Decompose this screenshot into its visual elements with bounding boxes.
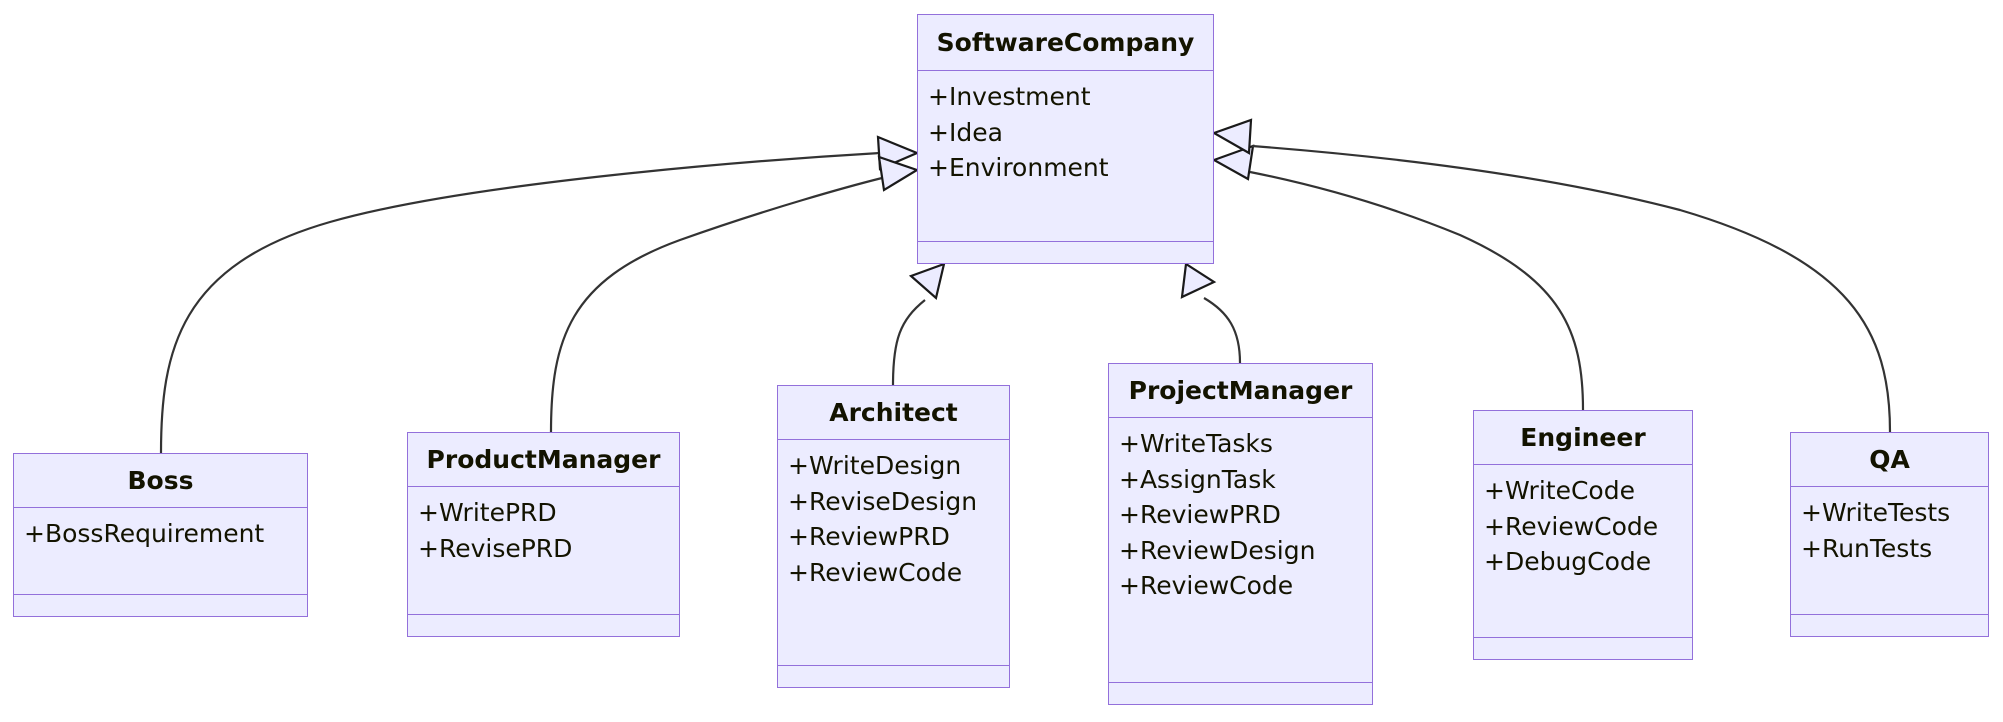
class-member: +DebugCode (1484, 547, 1652, 576)
class-title-project-manager: ProjectManager (1109, 364, 1372, 418)
class-methods-qa (1791, 615, 1988, 636)
class-member: +ReviewPRD (1119, 500, 1281, 529)
class-attributes-product-manager: +WritePRD +RevisePRD (408, 487, 679, 615)
arrowhead-qa (1211, 118, 1253, 155)
class-methods-project-manager (1109, 683, 1372, 704)
class-attributes-software-company: +Investment +Idea +Environment (918, 71, 1213, 242)
arrowhead-architect (908, 262, 946, 301)
class-attributes-qa: +WriteTests +RunTests (1791, 487, 1988, 615)
uml-class-qa[interactable]: QA +WriteTests +RunTests (1790, 432, 1989, 637)
class-member: +ReviewPRD (788, 522, 950, 551)
class-member: +RevisePRD (418, 533, 573, 563)
edge-boss-to-softwarecompany (159, 151, 881, 454)
uml-class-software-company[interactable]: SoftwareCompany +Investment +Idea +Envir… (917, 14, 1214, 264)
class-attributes-project-manager: +WriteTasks +AssignTask +ReviewPRD +Revi… (1109, 418, 1372, 683)
class-methods-boss (14, 595, 307, 616)
uml-class-project-manager[interactable]: ProjectManager +WriteTasks +AssignTask +… (1108, 363, 1373, 705)
uml-class-architect[interactable]: Architect +WriteDesign +ReviseDesign +Re… (777, 385, 1010, 688)
class-methods-architect (778, 666, 1009, 687)
class-member: +ReviseDesign (788, 486, 978, 516)
class-title-engineer: Engineer (1474, 411, 1692, 465)
class-member: +Environment (928, 153, 1109, 182)
class-title-boss: Boss (14, 454, 307, 508)
class-attributes-boss: +BossRequirement (14, 508, 307, 595)
class-member: +WriteTests (1801, 498, 1951, 527)
class-title-software-company: SoftwareCompany (918, 15, 1213, 71)
class-title-product-manager: ProductManager (408, 433, 679, 487)
class-member: +WriteTasks (1119, 429, 1273, 458)
edge-productmanager-to-softwarecompany (549, 176, 883, 433)
arrowhead-engineer (1211, 144, 1255, 181)
edge-architect-to-softwarecompany (891, 299, 926, 386)
class-member: +RunTests (1801, 533, 1933, 563)
uml-class-product-manager[interactable]: ProductManager +WritePRD +RevisePRD (407, 432, 680, 637)
class-methods-engineer (1474, 638, 1692, 659)
edge-projectmanager-to-softwarecompany (1203, 297, 1242, 364)
class-member: +AssignTask (1119, 464, 1276, 494)
class-member: +Investment (928, 82, 1091, 111)
class-member: +BossRequirement (24, 519, 265, 548)
class-attributes-engineer: +WriteCode +ReviewCode +DebugCode (1474, 465, 1692, 638)
class-methods-product-manager (408, 615, 679, 636)
edge-engineer-to-softwarecompany (1249, 170, 1585, 411)
class-member: +Idea (928, 117, 1003, 147)
class-attributes-architect: +WriteDesign +ReviseDesign +ReviewPRD +R… (778, 440, 1009, 666)
uml-class-engineer[interactable]: Engineer +WriteCode +ReviewCode +DebugCo… (1473, 410, 1693, 660)
class-member: +WritePRD (418, 498, 557, 527)
class-member: +ReviewCode (1119, 571, 1294, 600)
class-title-qa: QA (1791, 433, 1988, 487)
class-member: +ReviewCode (788, 557, 963, 587)
class-member: +WriteDesign (788, 451, 962, 480)
arrowhead-productmanager (877, 155, 920, 192)
arrowhead-projectmanager (1180, 262, 1217, 299)
class-methods-software-company (918, 242, 1213, 263)
uml-class-boss[interactable]: Boss +BossRequirement (13, 453, 308, 617)
class-member: +ReviewDesign (1119, 535, 1316, 565)
class-member: +WriteCode (1484, 476, 1635, 505)
edge-qa-to-softwarecompany (1251, 144, 1892, 433)
class-member: +ReviewCode (1484, 511, 1659, 541)
class-title-architect: Architect (778, 386, 1009, 440)
